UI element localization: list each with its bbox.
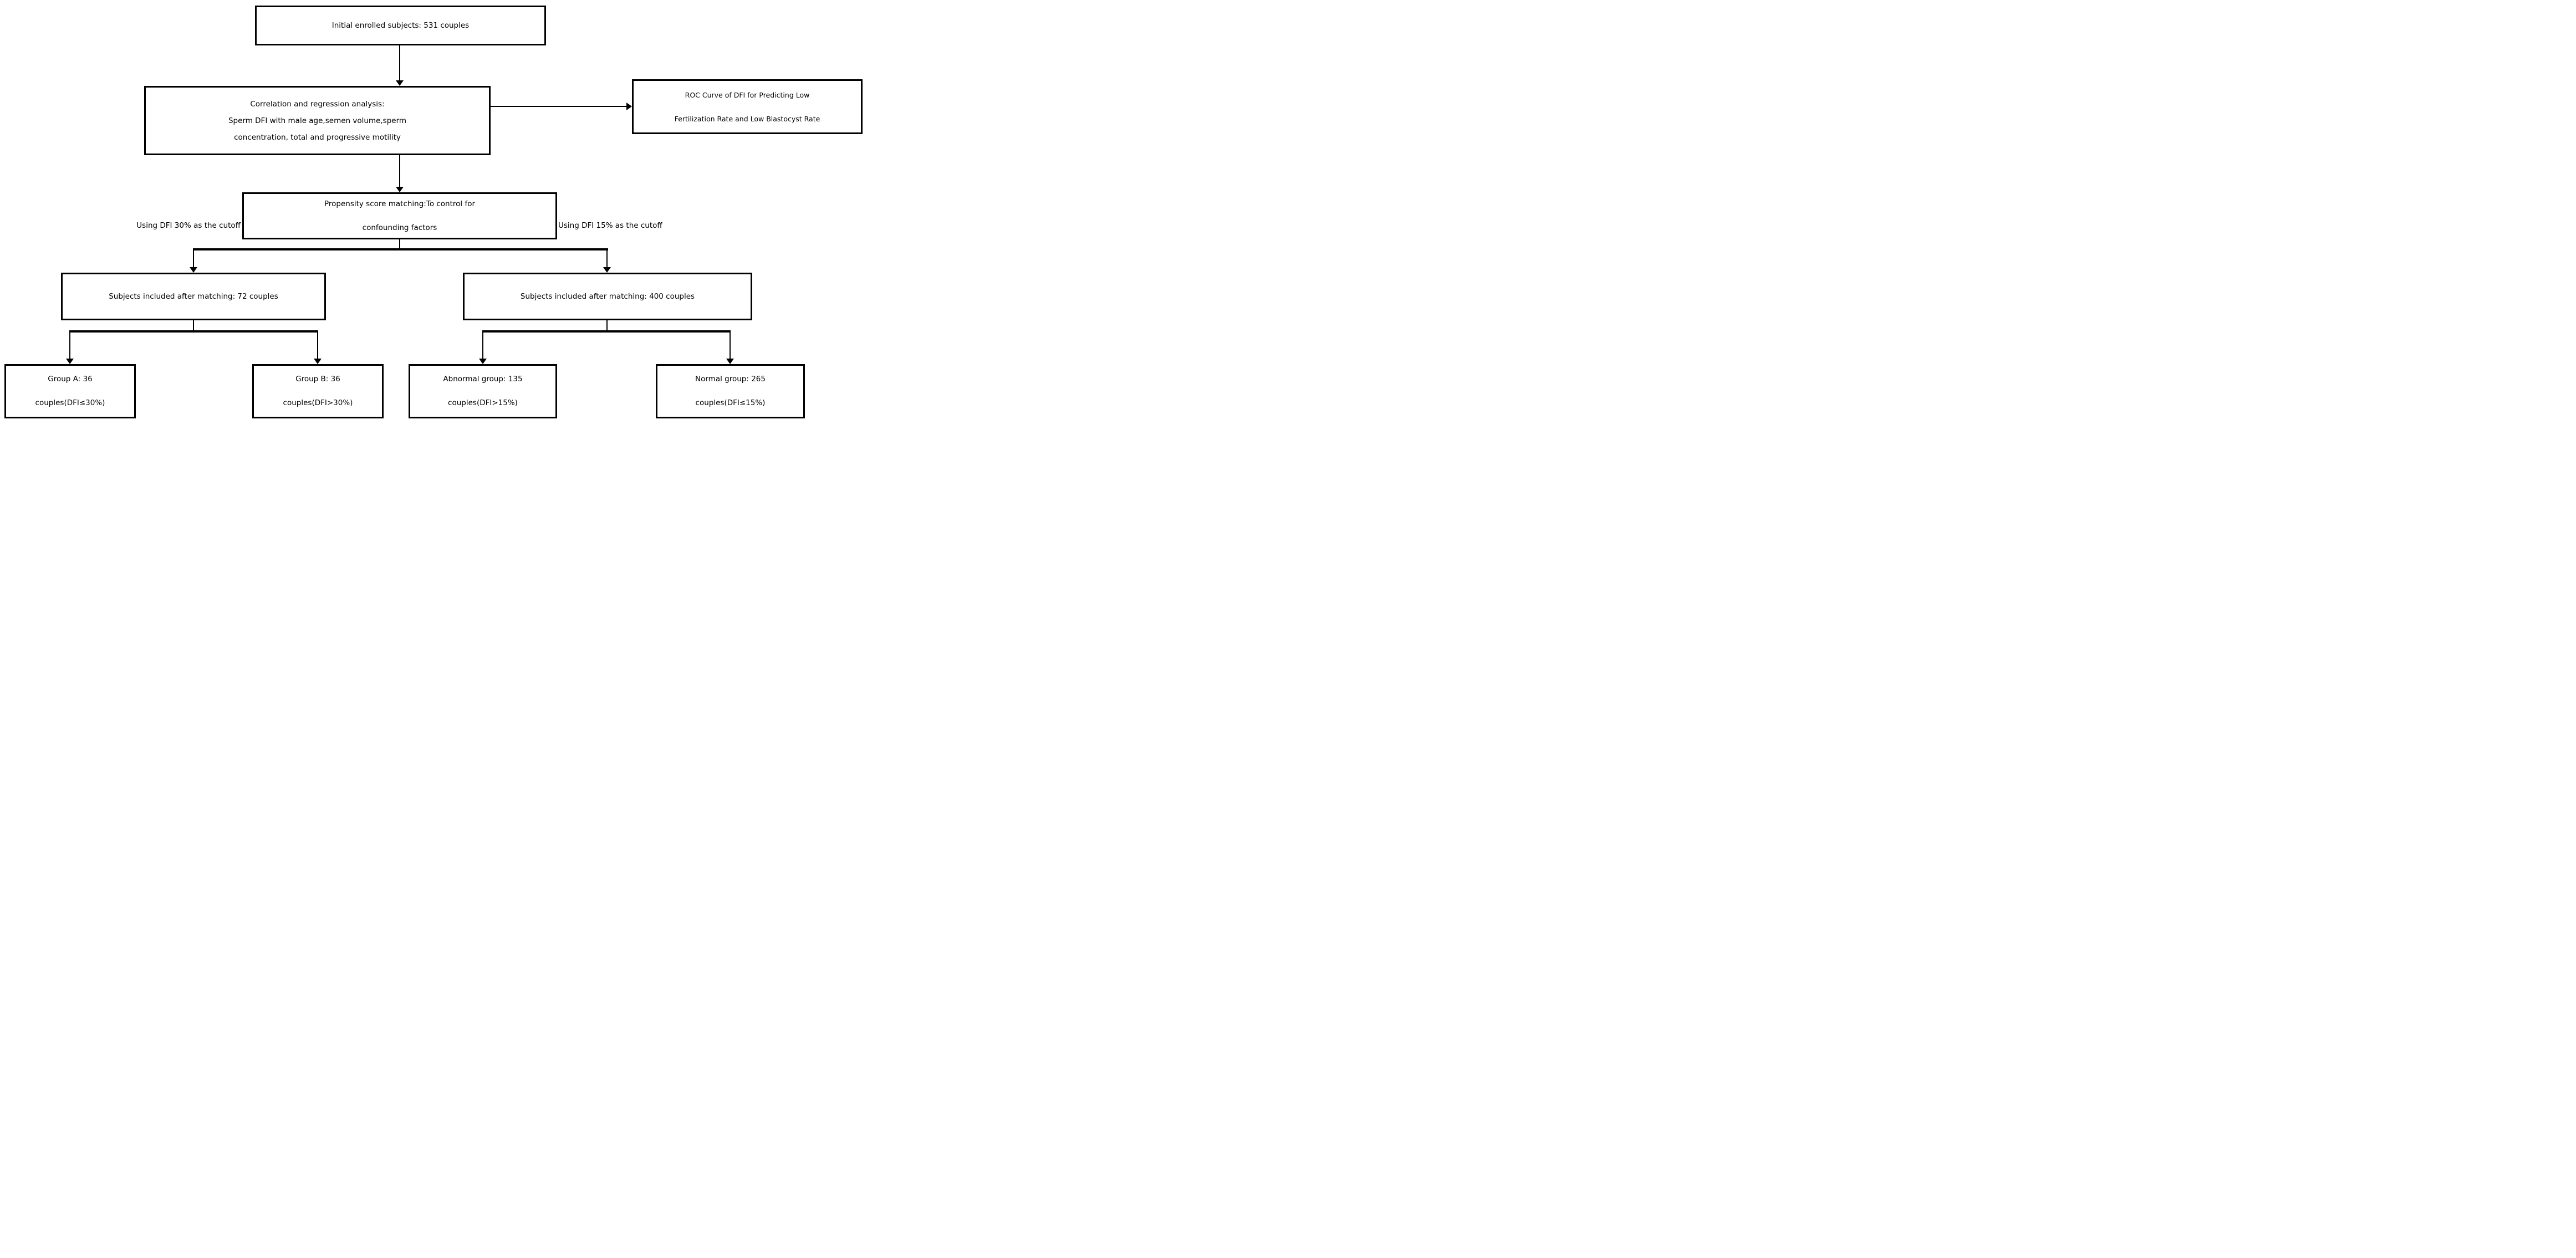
roc-line-1: ROC Curve of DFI for Predicting Low [685, 90, 810, 99]
abnormal-line-1: Abnormal group: 135 [443, 375, 523, 383]
arrowhead-into-normal [726, 359, 734, 364]
group-a-line-2: couples(DFI≤30%) [35, 398, 105, 407]
flow-box-initial-subjects-text: Initial enrolled subjects: 531 couples [331, 21, 470, 30]
flow-box-matched-72: Subjects included after matching: 72 cou… [61, 273, 326, 320]
group-b-line-1: Group B: 36 [295, 375, 340, 383]
propensity-line-2: confounding factors [362, 223, 437, 232]
correlation-line-3: concentration, total and progressive mot… [234, 132, 401, 142]
flow-box-matched-400-text: Subjects included after matching: 400 co… [520, 292, 695, 301]
group-b-line-2: couples(DFI>30%) [283, 398, 353, 407]
arrowhead-into-group-b [314, 359, 322, 364]
connector-to-group-b [317, 330, 318, 360]
flow-box-normal-group: Normal group: 265 couples(DFI≤15%) [656, 364, 805, 418]
cutoff-label-30: Using DFI 30% as the cutoff [136, 221, 241, 230]
correlation-line-1: Correlation and regression analysis: [250, 99, 385, 109]
connector-propensity-stub [399, 239, 400, 249]
flow-box-correlation-analysis: Correlation and regression analysis: Spe… [144, 86, 491, 155]
flow-box-abnormal-group: Abnormal group: 135 couples(DFI>15%) [409, 364, 557, 418]
flow-box-roc-curve: ROC Curve of DFI for Predicting Low Fert… [632, 79, 863, 134]
connector-correlation-to-roc [491, 106, 626, 107]
normal-line-1: Normal group: 265 [695, 375, 766, 383]
group-a-line-1: Group A: 36 [48, 375, 93, 383]
connector-to-normal [730, 330, 731, 360]
flow-box-group-b: Group B: 36 couples(DFI>30%) [252, 364, 384, 418]
arrowhead-into-matched-400 [603, 267, 611, 273]
cutoff-label-15: Using DFI 15% as the cutoff [558, 221, 662, 230]
normal-line-2: couples(DFI≤15%) [695, 398, 766, 407]
connector-split-bar-right [482, 330, 731, 333]
flow-box-group-a: Group A: 36 couples(DFI≤30%) [4, 364, 136, 418]
connector-split-bar-left [69, 330, 318, 333]
connector-matched-400-stub [606, 320, 608, 331]
arrowhead-into-roc [626, 103, 632, 110]
abnormal-line-2: couples(DFI>15%) [448, 398, 518, 407]
connector-to-matched-72 [193, 248, 194, 268]
roc-line-2: Fertilization Rate and Low Blastocyst Ra… [674, 114, 820, 123]
flow-box-matched-72-text: Subjects included after matching: 72 cou… [109, 292, 278, 301]
connector-to-abnormal [482, 330, 483, 360]
arrowhead-into-matched-72 [190, 267, 197, 273]
arrowhead-into-propensity [396, 187, 404, 192]
correlation-line-2: Sperm DFI with male age,semen volume,spe… [228, 116, 407, 125]
connector-matched-72-stub [193, 320, 194, 331]
connector-correlation-to-propensity [399, 155, 400, 188]
connector-to-group-a [69, 330, 70, 360]
arrowhead-into-abnormal [479, 359, 487, 364]
arrowhead-into-correlation [396, 80, 404, 86]
flowchart-canvas: Initial enrolled subjects: 531 couples C… [0, 0, 869, 425]
connector-initial-to-correlation [399, 45, 400, 82]
flow-box-initial-subjects: Initial enrolled subjects: 531 couples [255, 6, 546, 45]
propensity-line-1: Propensity score matching:To control for [324, 199, 476, 208]
flow-box-propensity-matching: Propensity score matching:To control for… [242, 192, 557, 239]
connector-to-matched-400 [606, 248, 608, 268]
connector-split-bar-mid [193, 248, 608, 250]
flow-box-matched-400: Subjects included after matching: 400 co… [463, 273, 752, 320]
arrowhead-into-group-a [66, 359, 74, 364]
